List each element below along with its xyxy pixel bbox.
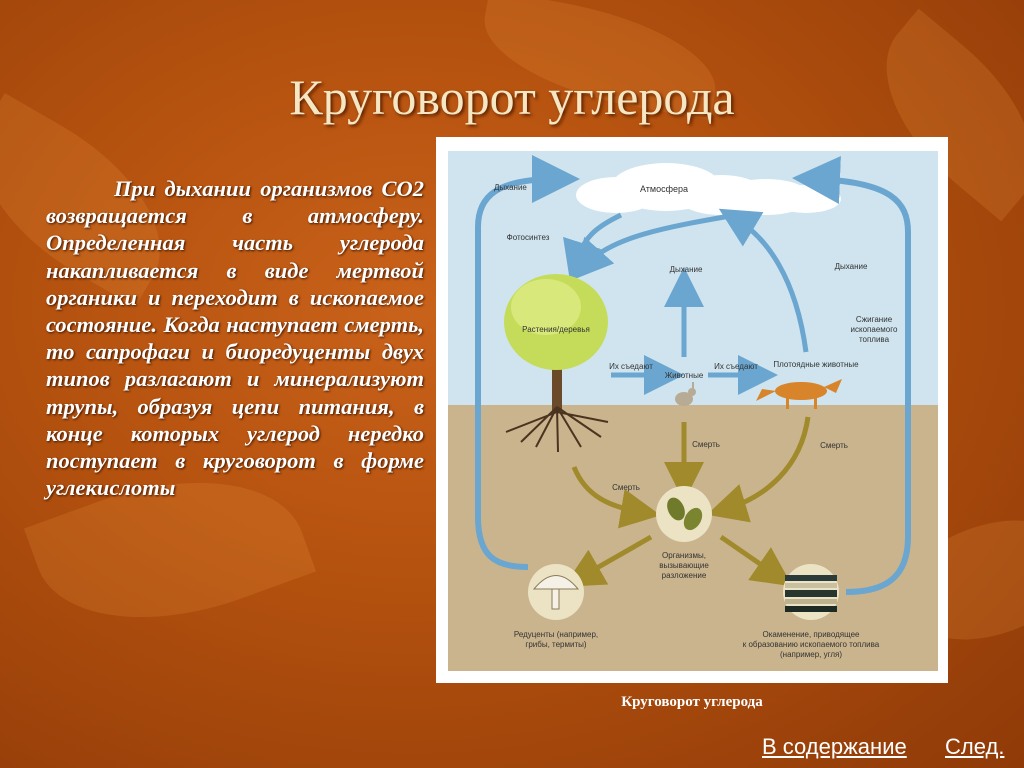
mushroom-icon xyxy=(528,564,584,620)
label-respiration-left: Дыхание xyxy=(494,183,527,192)
label-decomposers-3: разложение xyxy=(662,571,707,580)
label-photosynthesis: Фотосинтез xyxy=(507,233,550,242)
label-decomposers-2: вызывающие xyxy=(659,561,709,570)
death-right-arrow xyxy=(706,416,811,523)
tree-icon xyxy=(504,274,609,453)
to-fossil-arrow xyxy=(719,534,793,587)
label-eaten-2: Их съедают xyxy=(714,362,758,371)
death-left-arrow xyxy=(571,466,661,529)
label-respiration-right: Дыхание xyxy=(835,262,868,271)
label-fuel-burning-2: ископаемого xyxy=(851,325,898,334)
fuel-burning-right-arrow xyxy=(792,155,911,595)
coal-layers-icon xyxy=(783,564,839,620)
label-animals: Животные xyxy=(665,371,704,380)
label-atmosphere: Атмосфера xyxy=(640,184,688,194)
label-carnivores: Плотоядные животные xyxy=(773,360,859,369)
label-fossil-1: Окаменение, приводящее xyxy=(762,630,860,639)
label-plants: Растения/деревья xyxy=(522,325,590,334)
carbon-cycle-diagram-panel: Атмосфера Дыхание Сжигание ископаемого т… xyxy=(436,137,948,683)
respiration-left-arrow xyxy=(475,155,580,570)
to-reducers-arrow xyxy=(563,534,653,587)
label-fossil-3: (например, угля) xyxy=(780,650,842,659)
label-death-middle: Смерть xyxy=(692,440,720,449)
carnivore-respiration-arrow xyxy=(718,208,809,353)
label-death-right: Смерть xyxy=(820,441,848,450)
label-fossil-2: к образованию ископаемого топлива xyxy=(743,640,880,649)
carbon-cycle-diagram: Атмосфера Дыхание Сжигание ископаемого т… xyxy=(448,151,938,671)
label-fuel-burning-1: Сжигание xyxy=(856,315,893,324)
decomposer-icon xyxy=(656,486,712,542)
label-decomposers-1: Организмы, xyxy=(662,551,706,560)
label-eaten-1: Их съедают xyxy=(609,362,653,371)
label-reducers-1: Редуценты (например, xyxy=(514,630,598,639)
label-reducers-2: грибы, термиты) xyxy=(525,640,586,649)
slide-title: Круговорот углерода xyxy=(289,69,735,125)
label-death-left: Смерть xyxy=(612,483,640,492)
next-link[interactable]: След. xyxy=(945,734,1005,759)
label-respiration-middle: Дыхание xyxy=(670,265,703,274)
rabbit-icon xyxy=(675,382,696,406)
diagram-caption: Круговорот углерода xyxy=(621,694,763,710)
slide-body-text: При дыхании организмов CO2 возвращается … xyxy=(46,176,424,501)
atmosphere-to-plant-arrow xyxy=(572,212,737,280)
fox-icon xyxy=(756,379,842,409)
contents-link[interactable]: В содержание xyxy=(762,734,907,759)
label-fuel-burning-3: топлива xyxy=(859,335,890,344)
